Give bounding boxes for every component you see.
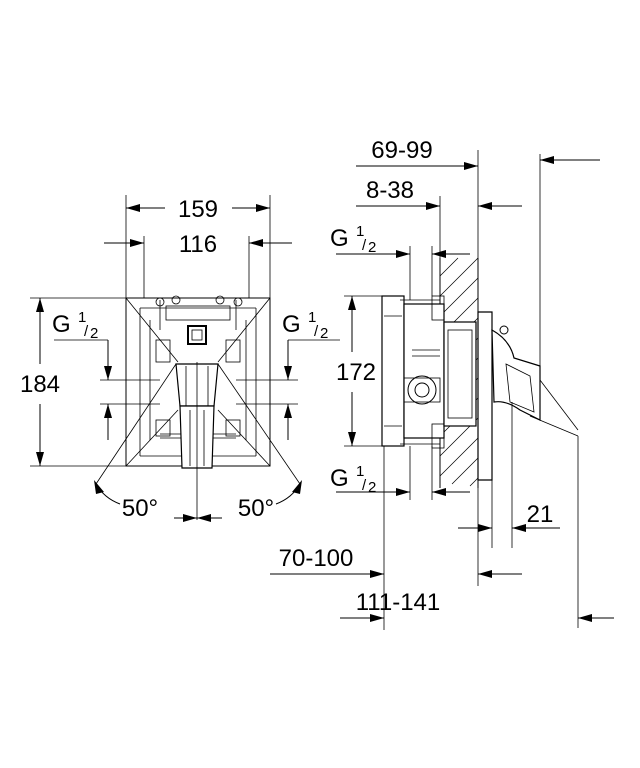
dim-21: 21 <box>458 402 560 548</box>
thread-right-slash: / <box>314 323 319 340</box>
thread-bottom-slash: / <box>362 477 367 494</box>
thread-left-den: 2 <box>90 325 98 342</box>
thread-left-label: G <box>52 311 71 338</box>
thread-top-den: 2 <box>368 239 376 256</box>
thread-top: G 1 / 2 <box>330 223 470 300</box>
thread-right-label: G <box>282 311 301 338</box>
dim-159-label: 159 <box>178 196 218 223</box>
dim-184: 184 <box>20 297 126 467</box>
angle-right-label: 50° <box>238 495 274 522</box>
dim-172-label: 172 <box>336 359 376 386</box>
thread-left: G 1 / 2 <box>52 309 160 440</box>
thread-top-label: G <box>330 225 349 252</box>
dim-21-label: 21 <box>527 501 554 528</box>
thread-bottom-label: G <box>330 465 349 492</box>
thread-bottom-den: 2 <box>368 479 376 496</box>
thread-right: G 1 / 2 <box>236 309 340 440</box>
thread-right-num: 1 <box>308 309 316 326</box>
thread-left-slash: / <box>84 323 89 340</box>
thread-top-slash: / <box>362 237 367 254</box>
dim-184-label: 184 <box>20 371 60 398</box>
front-view: 159 116 184 <box>20 195 340 522</box>
side-view: 69-99 8-38 G 1 / 2 <box>270 137 614 630</box>
dim-69-99-label: 69-99 <box>371 137 432 164</box>
dim-70-100-label: 70-100 <box>279 545 354 572</box>
dim-116-label: 116 <box>179 231 217 258</box>
side-handle <box>491 325 579 437</box>
thread-right-den: 2 <box>320 325 328 342</box>
dim-159: 159 <box>125 195 271 298</box>
dim-172: 172 <box>336 295 382 447</box>
dim-69-99: 69-99 <box>356 137 600 418</box>
angle-dims: 50° 50° <box>94 362 302 522</box>
dim-111-141-label: 111-141 <box>356 589 441 616</box>
thread-left-num: 1 <box>78 309 86 326</box>
dim-116: 116 <box>104 231 292 298</box>
angle-left-label: 50° <box>122 495 158 522</box>
thread-bottom: G 1 / 2 <box>330 446 470 500</box>
front-cartridge-square <box>187 325 207 345</box>
valve-body <box>381 295 493 481</box>
dim-70-100: 70-100 <box>270 446 522 586</box>
dim-111-141: 111-141 <box>340 436 614 630</box>
dim-8-38-label: 8-38 <box>366 177 414 204</box>
dim-8-38: 8-38 <box>356 177 522 258</box>
thread-top-num: 1 <box>356 223 364 240</box>
thread-bottom-num: 1 <box>356 463 364 480</box>
